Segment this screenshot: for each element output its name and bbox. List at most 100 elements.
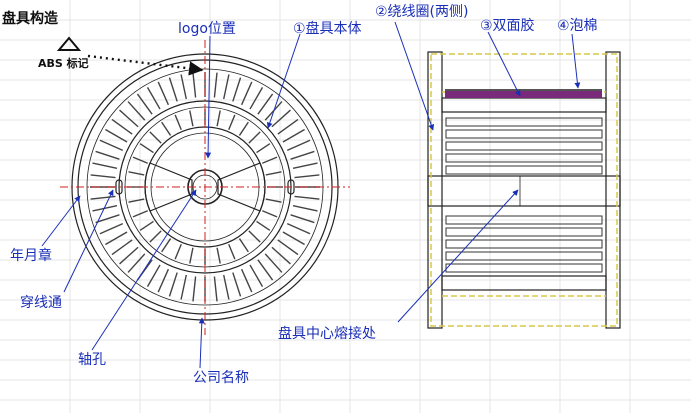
rib [282, 231, 305, 246]
rib [277, 118, 299, 135]
inner-rib [174, 244, 182, 260]
inner-rib [256, 220, 271, 231]
rib [180, 274, 187, 300]
inner-rib [128, 171, 145, 176]
rib [180, 74, 187, 100]
barrel-bottom [441, 275, 607, 291]
rib [157, 268, 170, 293]
foam-band [445, 91, 602, 98]
rib [292, 162, 318, 169]
label-wire-through-hole: 穿线通 [20, 295, 62, 311]
section-rib [445, 251, 603, 261]
rib [90, 195, 116, 200]
rib [168, 272, 178, 297]
rib [111, 118, 133, 135]
rib [90, 174, 116, 179]
rib [240, 81, 253, 106]
rib [111, 239, 133, 256]
rib [192, 276, 197, 302]
inner-rib [216, 110, 221, 127]
abs-arrow [87, 54, 204, 76]
inner-rib [174, 114, 182, 130]
rib [271, 109, 291, 128]
rib [249, 87, 264, 110]
rib [294, 174, 320, 179]
label-logo-position: logo位置 [178, 21, 236, 37]
rib [223, 274, 230, 300]
abs-triangle-icon [56, 36, 82, 51]
leader-axle-hole [91, 189, 197, 351]
rib [290, 150, 315, 160]
leader-logo [205, 35, 212, 159]
rib [127, 101, 146, 121]
leader-body [266, 33, 301, 129]
inner-rib [189, 110, 194, 127]
rib [271, 246, 291, 265]
bowtie-right [217, 162, 266, 212]
inner-rib [262, 210, 278, 218]
label-company-name: 公司名称 [193, 370, 249, 386]
label-axle-hole: 轴孔 [78, 352, 106, 368]
leader-wire-hole [63, 189, 114, 293]
rib [264, 253, 283, 273]
inner-rib [149, 230, 162, 243]
inner-rib [238, 238, 249, 253]
section-rib [445, 165, 603, 175]
section-rib [445, 141, 603, 151]
inner-rib [132, 156, 148, 164]
right-flange [605, 51, 621, 329]
bowtie-left [144, 162, 193, 212]
rib [127, 253, 146, 273]
rib [99, 139, 124, 152]
rib [119, 246, 139, 265]
label-double-sided-tape: ③双面胶 [480, 18, 535, 34]
rib [92, 162, 118, 169]
section-ribs [445, 117, 603, 273]
inner-rib [265, 198, 282, 203]
leader-tape [487, 31, 521, 97]
section-rib [445, 215, 603, 225]
label-foam: ④泡棉 [557, 18, 598, 34]
inner-rib [161, 121, 172, 136]
axle-tube [427, 175, 621, 207]
label-spool-body: ①盘具本体 [293, 21, 362, 37]
label-date-stamp: 年月章 [10, 248, 52, 264]
inner-rib [265, 171, 282, 176]
leader-company-name [198, 317, 205, 369]
label-center-weld: 盘具中心熔接处 [278, 326, 376, 342]
leader-weld [397, 189, 519, 323]
rib [99, 222, 124, 235]
rib [290, 214, 315, 224]
inner-rib [228, 114, 236, 130]
rib [257, 93, 274, 115]
inner-rib [228, 244, 236, 260]
rib [95, 214, 120, 224]
leader-foam [571, 33, 581, 89]
radial-ribs [90, 72, 320, 302]
rib [277, 239, 299, 256]
inner-rib [248, 230, 261, 243]
inner-rib [216, 247, 221, 264]
inner-rib [238, 121, 249, 136]
center-lines-front [60, 40, 350, 335]
rib [292, 205, 318, 212]
tape-band [445, 89, 602, 91]
rib [223, 74, 230, 100]
rib [119, 109, 139, 128]
label-winding-ring: ②绕线圈(两侧) [375, 4, 469, 20]
inner-rib [262, 156, 278, 164]
rib [282, 128, 305, 143]
leader-date-stamp [41, 195, 81, 247]
rib [168, 77, 178, 102]
rib [286, 139, 311, 152]
inner-rib [189, 247, 194, 264]
diagram-title: 盘具构造 [2, 11, 58, 27]
rib [95, 150, 120, 160]
inner-rib [128, 198, 145, 203]
rib [232, 272, 242, 297]
rib [105, 231, 128, 246]
abs-mark-label: ABS 标记 [38, 57, 89, 70]
rib [146, 264, 161, 287]
